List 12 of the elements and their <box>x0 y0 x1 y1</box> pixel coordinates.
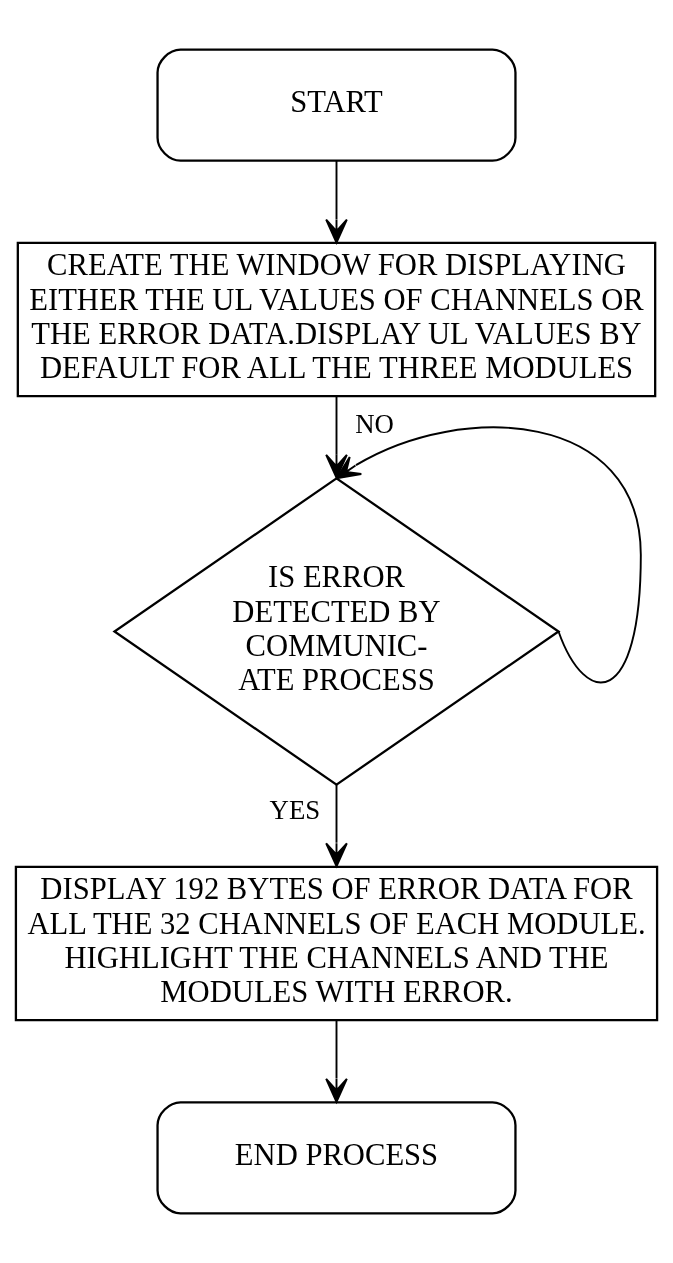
node-box: DISPLAY 192 BYTES OF ERROR DATA FOR ALL THE 32 CHANNELS OF EACH MODULE. HIGHLIGHT THE CHANNELS AND THE MODULES WITH ERROR. <box>14 865 659 1022</box>
node-box: CREATE THE WINDOW FOR DISPLAYING EITHER THE UL VALUES OF CHANNELS OR THE ERROR DATA.DISPLAY UL VALUES BY DEFAULT FOR ALL THE THREE MODULES <box>16 241 657 398</box>
edge-label: NO <box>355 409 394 440</box>
arrow <box>325 1019 348 1103</box>
arrow <box>335 426 642 684</box>
arrow <box>325 159 348 244</box>
node-diamond: IS ERROR DETECTED BY COMMUNIC- ATE PROCESS <box>112 477 561 786</box>
node-box: END PROCESS <box>156 1101 517 1215</box>
arrow <box>325 783 348 868</box>
node-box: START <box>156 48 517 162</box>
arrow <box>325 395 348 479</box>
edge-label: YES <box>269 794 321 825</box>
